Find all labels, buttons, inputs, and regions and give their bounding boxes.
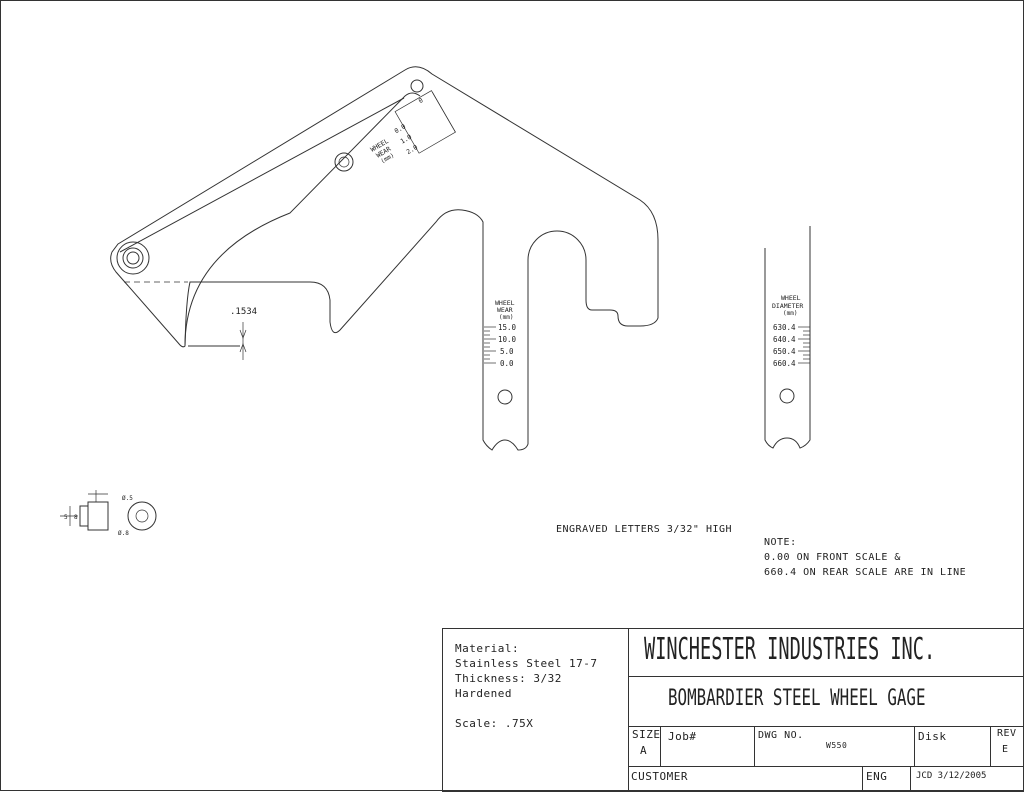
scale: Scale: .75X (455, 717, 534, 730)
material-value: Stainless Steel 17-7 (455, 657, 598, 670)
title-block-divider (628, 628, 629, 790)
rivet-circle-outer (127, 501, 157, 531)
front-scale-tick-2: 5.0 (500, 347, 514, 356)
rear-scale-label-1: WHEEL (781, 294, 801, 302)
note-title: NOTE: (764, 537, 797, 548)
front-scale-tick-0: 15.0 (498, 323, 517, 332)
size-label: SIZE (632, 728, 661, 741)
front-scale-label-3: (mm) (499, 314, 513, 321)
top-scale-tick-1: 1.0 (399, 133, 413, 146)
note-line-2: 660.4 ON REAR SCALE ARE IN LINE (764, 567, 967, 578)
col-line-eng (910, 766, 911, 790)
front-scale-ticks (484, 326, 496, 364)
dimension-label: .1534 (230, 307, 257, 317)
pivot-ring (122, 247, 144, 269)
main-gage (110, 66, 659, 451)
dwg-label: DWG NO. (758, 730, 804, 741)
detail-circle-a: Ø.5 (122, 495, 133, 502)
disk-label: Disk (918, 730, 947, 743)
hardened: Hardened (455, 687, 512, 700)
title-row-line-2 (628, 726, 1023, 727)
size-value: A (640, 744, 648, 757)
eng-label: ENG (866, 770, 888, 783)
note-line-1: 0.00 ON FRONT SCALE & (764, 552, 901, 563)
rear-scale-strip (764, 226, 811, 449)
title-row-line-1 (628, 676, 1023, 677)
front-scale-tick-1: 10.0 (498, 335, 517, 344)
col-line-job (754, 726, 755, 766)
company-name: WINCHESTER INDUSTRIES INC. (644, 632, 936, 667)
front-scale-label-1: WHEEL (495, 299, 515, 307)
top-scale-tick-0: 0.0 (393, 122, 407, 135)
detail-dim-2: 8 (74, 514, 78, 521)
front-scale-hole (497, 389, 513, 405)
thickness: Thickness: 3/32 (455, 672, 562, 685)
front-scale-tick-3: 0.0 (500, 359, 514, 368)
title-row-line-3 (628, 766, 1023, 767)
rev-label: REV (997, 728, 1017, 739)
rear-scale-tick-0: 630.4 (773, 323, 796, 332)
rear-scale-hole (779, 388, 795, 404)
material-label: Material: (455, 642, 520, 655)
col-line-customer (862, 766, 863, 790)
detail-circle-b: Ø.8 (118, 530, 129, 537)
engraved-note: ENGRAVED LETTERS 3/32" HIGH (556, 524, 733, 535)
col-line-size (660, 726, 661, 766)
job-label: Job# (668, 730, 697, 743)
rear-scale-tick-1: 640.4 (773, 335, 796, 344)
arm-hole-outer (334, 152, 354, 172)
eng-value: JCD 3/12/2005 (916, 771, 987, 781)
top-scale (394, 90, 456, 154)
front-scale-label-2: WEAR (497, 306, 513, 314)
rear-scale-tick-2: 650.4 (773, 347, 796, 356)
rev-value: E (1002, 744, 1009, 755)
arm-hole-inner (338, 156, 350, 168)
top-scale-tick-2: 2.0 (405, 143, 419, 156)
rivet-detail (60, 490, 157, 531)
col-line-dwg (914, 726, 915, 766)
detail-dim-1: 5 (64, 514, 68, 521)
dwg-value: W550 (826, 741, 848, 750)
col-line-disk (990, 726, 991, 766)
customer-label: CUSTOMER (631, 770, 688, 783)
rear-scale-label-3: (mm) (783, 310, 797, 317)
pivot-outer (116, 241, 150, 275)
rear-scale-label-2: DIAMETER (772, 302, 803, 310)
rear-scale-tick-3: 660.4 (773, 359, 796, 368)
pivot-inner (126, 251, 140, 265)
top-scale-end: 0 (417, 96, 424, 105)
top-hole (410, 79, 424, 93)
drawing-title: BOMBARDIER STEEL WHEEL GAGE (668, 686, 926, 711)
rivet-circle-inner (135, 509, 149, 523)
